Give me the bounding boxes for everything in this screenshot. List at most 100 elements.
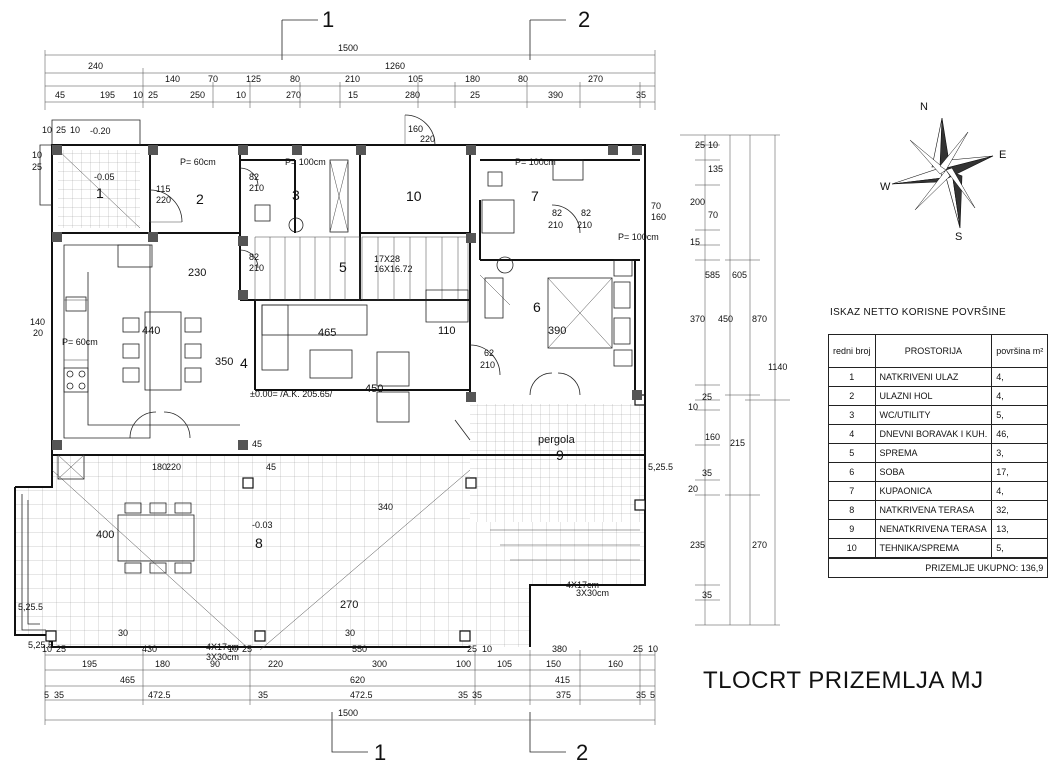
compass-e-label: E bbox=[999, 149, 1006, 161]
row-room: NATKRIVENA TERASA bbox=[874, 500, 993, 520]
parapet-c: P= 100cm bbox=[515, 157, 556, 167]
area-table-header: redni broj PROSTORIJA površina m² bbox=[828, 334, 1048, 368]
row-room: SPREMA bbox=[874, 443, 993, 463]
side-dim-140: 140 bbox=[30, 317, 45, 327]
side-dim-10: 10 bbox=[32, 150, 42, 160]
dim-top-280: 280 bbox=[405, 90, 420, 100]
elevation-porch: -0.05 bbox=[94, 172, 115, 182]
building-walls bbox=[39, 114, 646, 480]
dim-bottom-1500: 1500 bbox=[338, 708, 358, 718]
dim-bottom-380: 380 bbox=[552, 644, 567, 654]
dim-right-10b: 10 bbox=[688, 402, 698, 412]
dim-right-25: 25 bbox=[695, 140, 705, 150]
dim-top-25b: 25 bbox=[470, 90, 480, 100]
dim-5-25-right: 5,25.5 bbox=[648, 462, 673, 472]
row-area: 5, bbox=[991, 405, 1048, 425]
dim-bottom-620: 620 bbox=[350, 675, 365, 685]
door-width-82c: 82 bbox=[552, 208, 562, 218]
elevation-terrace: -0.03 bbox=[252, 520, 273, 530]
dim-bottom-160: 160 bbox=[608, 659, 623, 669]
dim-top-10: 10 bbox=[133, 90, 143, 100]
section-marker-top-2: 2 bbox=[578, 7, 590, 32]
row-room: NENATKRIVENA TERASA bbox=[874, 519, 993, 539]
dim-45b: 45 bbox=[266, 462, 276, 472]
dim-right-1140: 1140 bbox=[768, 362, 787, 372]
dim-bottom-220: 220 bbox=[268, 659, 283, 669]
dim-270: 270 bbox=[340, 599, 358, 611]
row-area: 3, bbox=[991, 443, 1048, 463]
bottom-dimension-lines: 10 25 430 10 25 550 25 10 380 25 10 195 … bbox=[42, 644, 658, 725]
dim-bottom-150: 150 bbox=[546, 659, 561, 669]
dim-180: 180 bbox=[152, 462, 167, 472]
dim-top-1500: 1500 bbox=[338, 43, 358, 53]
tile-size-d: 3X30cm bbox=[576, 588, 609, 598]
north-compass: N E S W bbox=[880, 101, 1006, 243]
row-room: SOBA bbox=[874, 462, 993, 482]
dim-right-450: 450 bbox=[718, 314, 733, 324]
dim-bottom-35: 35 bbox=[54, 690, 64, 700]
dim-bottom-472-5b: 472.5 bbox=[350, 690, 373, 700]
room-number-4: 4 bbox=[240, 355, 248, 371]
right-dimension-lines: 25 10 135 200 70 15 585 370 10 25 160 20… bbox=[680, 134, 790, 626]
header-area: površina m² bbox=[991, 334, 1048, 368]
dim-350: 350 bbox=[215, 356, 233, 368]
window-height-160: 160 bbox=[651, 212, 666, 222]
dim-bottom-25c: 25 bbox=[467, 644, 477, 654]
area-table-title: ISKAZ NETTO KORISNE POVRŠINE bbox=[830, 307, 1007, 318]
dim-230: 230 bbox=[188, 267, 206, 279]
dim-bottom-105: 105 bbox=[497, 659, 512, 669]
dim-bottom-35c: 35 bbox=[458, 690, 468, 700]
dim-top-25: 25 bbox=[148, 90, 158, 100]
dim-top-390: 390 bbox=[548, 90, 563, 100]
parapet-e: P= 100cm bbox=[618, 232, 659, 242]
row-area: 4, bbox=[991, 481, 1048, 501]
row-no: 1 bbox=[828, 367, 876, 387]
compass-w-label: W bbox=[880, 181, 891, 193]
room-number-8: 8 bbox=[255, 535, 263, 551]
area-table-total: PRIZEMLJE UKUPNO: 136,9 bbox=[827, 557, 1048, 578]
row-area: 17, bbox=[991, 462, 1048, 482]
dim-bottom-35e: 35 bbox=[636, 690, 646, 700]
parapet-b: P= 100cm bbox=[285, 157, 326, 167]
door-height-210: 210 bbox=[249, 183, 264, 193]
door-width-115: 115 bbox=[156, 184, 170, 194]
dim-bottom-35d: 35 bbox=[472, 690, 482, 700]
row-area: 4, bbox=[991, 386, 1048, 406]
dim-right-20: 20 bbox=[688, 484, 698, 494]
tile-size-a: 4X17cm bbox=[206, 642, 239, 652]
floor-plan: 1 2 1 2 1500 240 1260 140 70 125 80 210 … bbox=[14, 7, 1006, 765]
door-height-210d: 210 bbox=[480, 360, 495, 370]
dim-bottom-10b: 10 bbox=[228, 644, 238, 654]
row-room: KUPAONICA bbox=[874, 481, 993, 501]
dim-top-80: 80 bbox=[290, 74, 300, 84]
door-width-82: 82 bbox=[249, 172, 259, 182]
dim-right-135: 135 bbox=[708, 164, 723, 174]
elevation-entrance: -0.20 bbox=[90, 126, 111, 136]
room-number-6: 6 bbox=[533, 299, 541, 315]
tile-size-c: 4X17cm bbox=[566, 580, 599, 590]
tile-size-b: 3X30cm bbox=[206, 652, 239, 662]
dim-top-140: 140 bbox=[165, 74, 180, 84]
door-width-62: 62 bbox=[484, 348, 494, 358]
row-no: 2 bbox=[828, 386, 876, 406]
section-marker-top-1: 1 bbox=[322, 7, 334, 32]
terrace-area bbox=[14, 394, 646, 651]
dim-top-45: 45 bbox=[55, 90, 65, 100]
drawing-title: TLOCRT PRIZEMLJA MJ bbox=[703, 667, 984, 694]
pergola-label: pergola bbox=[538, 434, 576, 446]
dim-bottom-5: 5 bbox=[44, 690, 49, 700]
dim-440: 440 bbox=[142, 325, 160, 337]
dim-30a: 30 bbox=[118, 628, 128, 638]
section-marker-bottom-2: 2 bbox=[576, 740, 588, 765]
dim-30b: 30 bbox=[345, 628, 355, 638]
dim-right-10: 10 bbox=[708, 140, 718, 150]
side-dim-20: 20 bbox=[33, 328, 43, 338]
corner-dim-b: 25 bbox=[56, 125, 66, 135]
row-room: WC/UTILITY bbox=[874, 405, 993, 425]
dim-right-585: 585 bbox=[705, 270, 720, 280]
compass-n-label: N bbox=[920, 101, 928, 113]
